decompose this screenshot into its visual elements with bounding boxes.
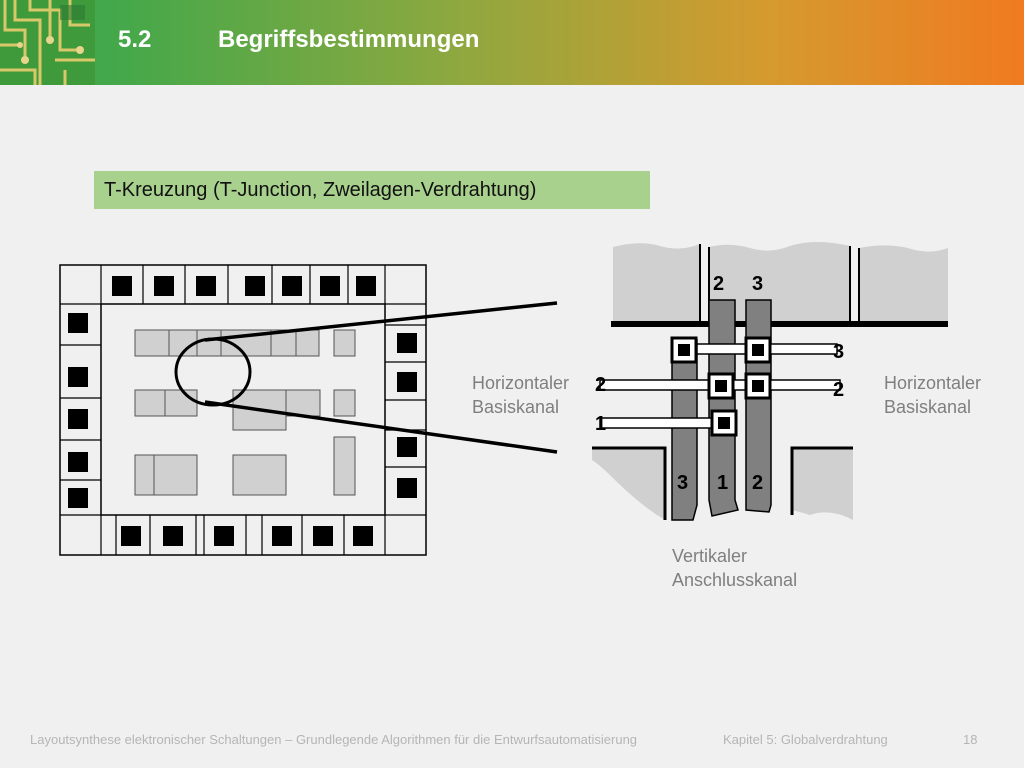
left-pad-column — [60, 303, 101, 516]
left-channel-label-line2: Basiskanal — [472, 397, 560, 417]
track-number-right-lower: 2 — [833, 379, 844, 401]
right-pads — [397, 333, 417, 498]
top-block-middle — [709, 242, 850, 325]
track-number-bottom-middle: 1 — [717, 472, 728, 494]
left-channel-label: Horizontaler Basiskanal — [472, 371, 569, 419]
vias — [670, 336, 772, 437]
right-channel-label-line2: Basiskanal — [884, 397, 972, 417]
track-number-right-upper: 3 — [833, 341, 844, 363]
right-channel-label: Horizontaler Basiskanal — [884, 371, 981, 419]
subtitle-box: T-Kreuzung (T-Junction, Zweilagen-Verdra… — [94, 171, 650, 209]
footer-course: Layoutsynthese elektronischer Schaltunge… — [30, 732, 638, 747]
footer-chapter: Kapitel 5: Globalverdrahtung — [723, 732, 888, 747]
slide-title: Begriffsbestimmungen — [218, 26, 480, 53]
bottom-block-left — [592, 448, 665, 520]
top-pad-row — [100, 265, 386, 304]
zoom-line-top — [204, 301, 558, 342]
top-block-left — [613, 243, 700, 325]
footer-page-number: 18 — [963, 732, 978, 747]
bottom-pads — [121, 526, 373, 546]
bottom-block-right — [792, 448, 853, 520]
chip-layout — [59, 264, 558, 556]
track-number-top-right: 3 — [752, 273, 763, 295]
track-number-left-lower: 1 — [595, 413, 606, 435]
left-pads — [68, 313, 88, 508]
track-number-left-upper: 2 — [595, 374, 606, 396]
slide-header: 5.2 Begriffsbestimmungen — [0, 0, 1024, 85]
vertical-channel-label-line1: Vertikaler — [672, 546, 748, 566]
top-block-right — [859, 245, 948, 325]
top-pads — [112, 276, 376, 296]
section-number: 5.2 — [118, 26, 152, 53]
vertical-channel-label: Vertikaler Anschlusskanal — [672, 544, 797, 592]
track-number-bottom-right: 2 — [752, 472, 763, 494]
vertical-channel-label-line2: Anschlusskanal — [672, 570, 798, 590]
track-number-bottom-left: 3 — [677, 472, 688, 494]
right-channel-label-line1: Horizontaler — [884, 373, 982, 393]
bottom-pad-row — [100, 515, 386, 555]
zoom-line-bottom — [204, 400, 558, 454]
left-channel-label-line1: Horizontaler — [472, 373, 570, 393]
pcb-decoration-image — [0, 0, 95, 85]
junction-detail: 2 3 3 2 2 1 3 1 2 — [592, 242, 948, 521]
track-number-top-left: 2 — [713, 273, 724, 295]
